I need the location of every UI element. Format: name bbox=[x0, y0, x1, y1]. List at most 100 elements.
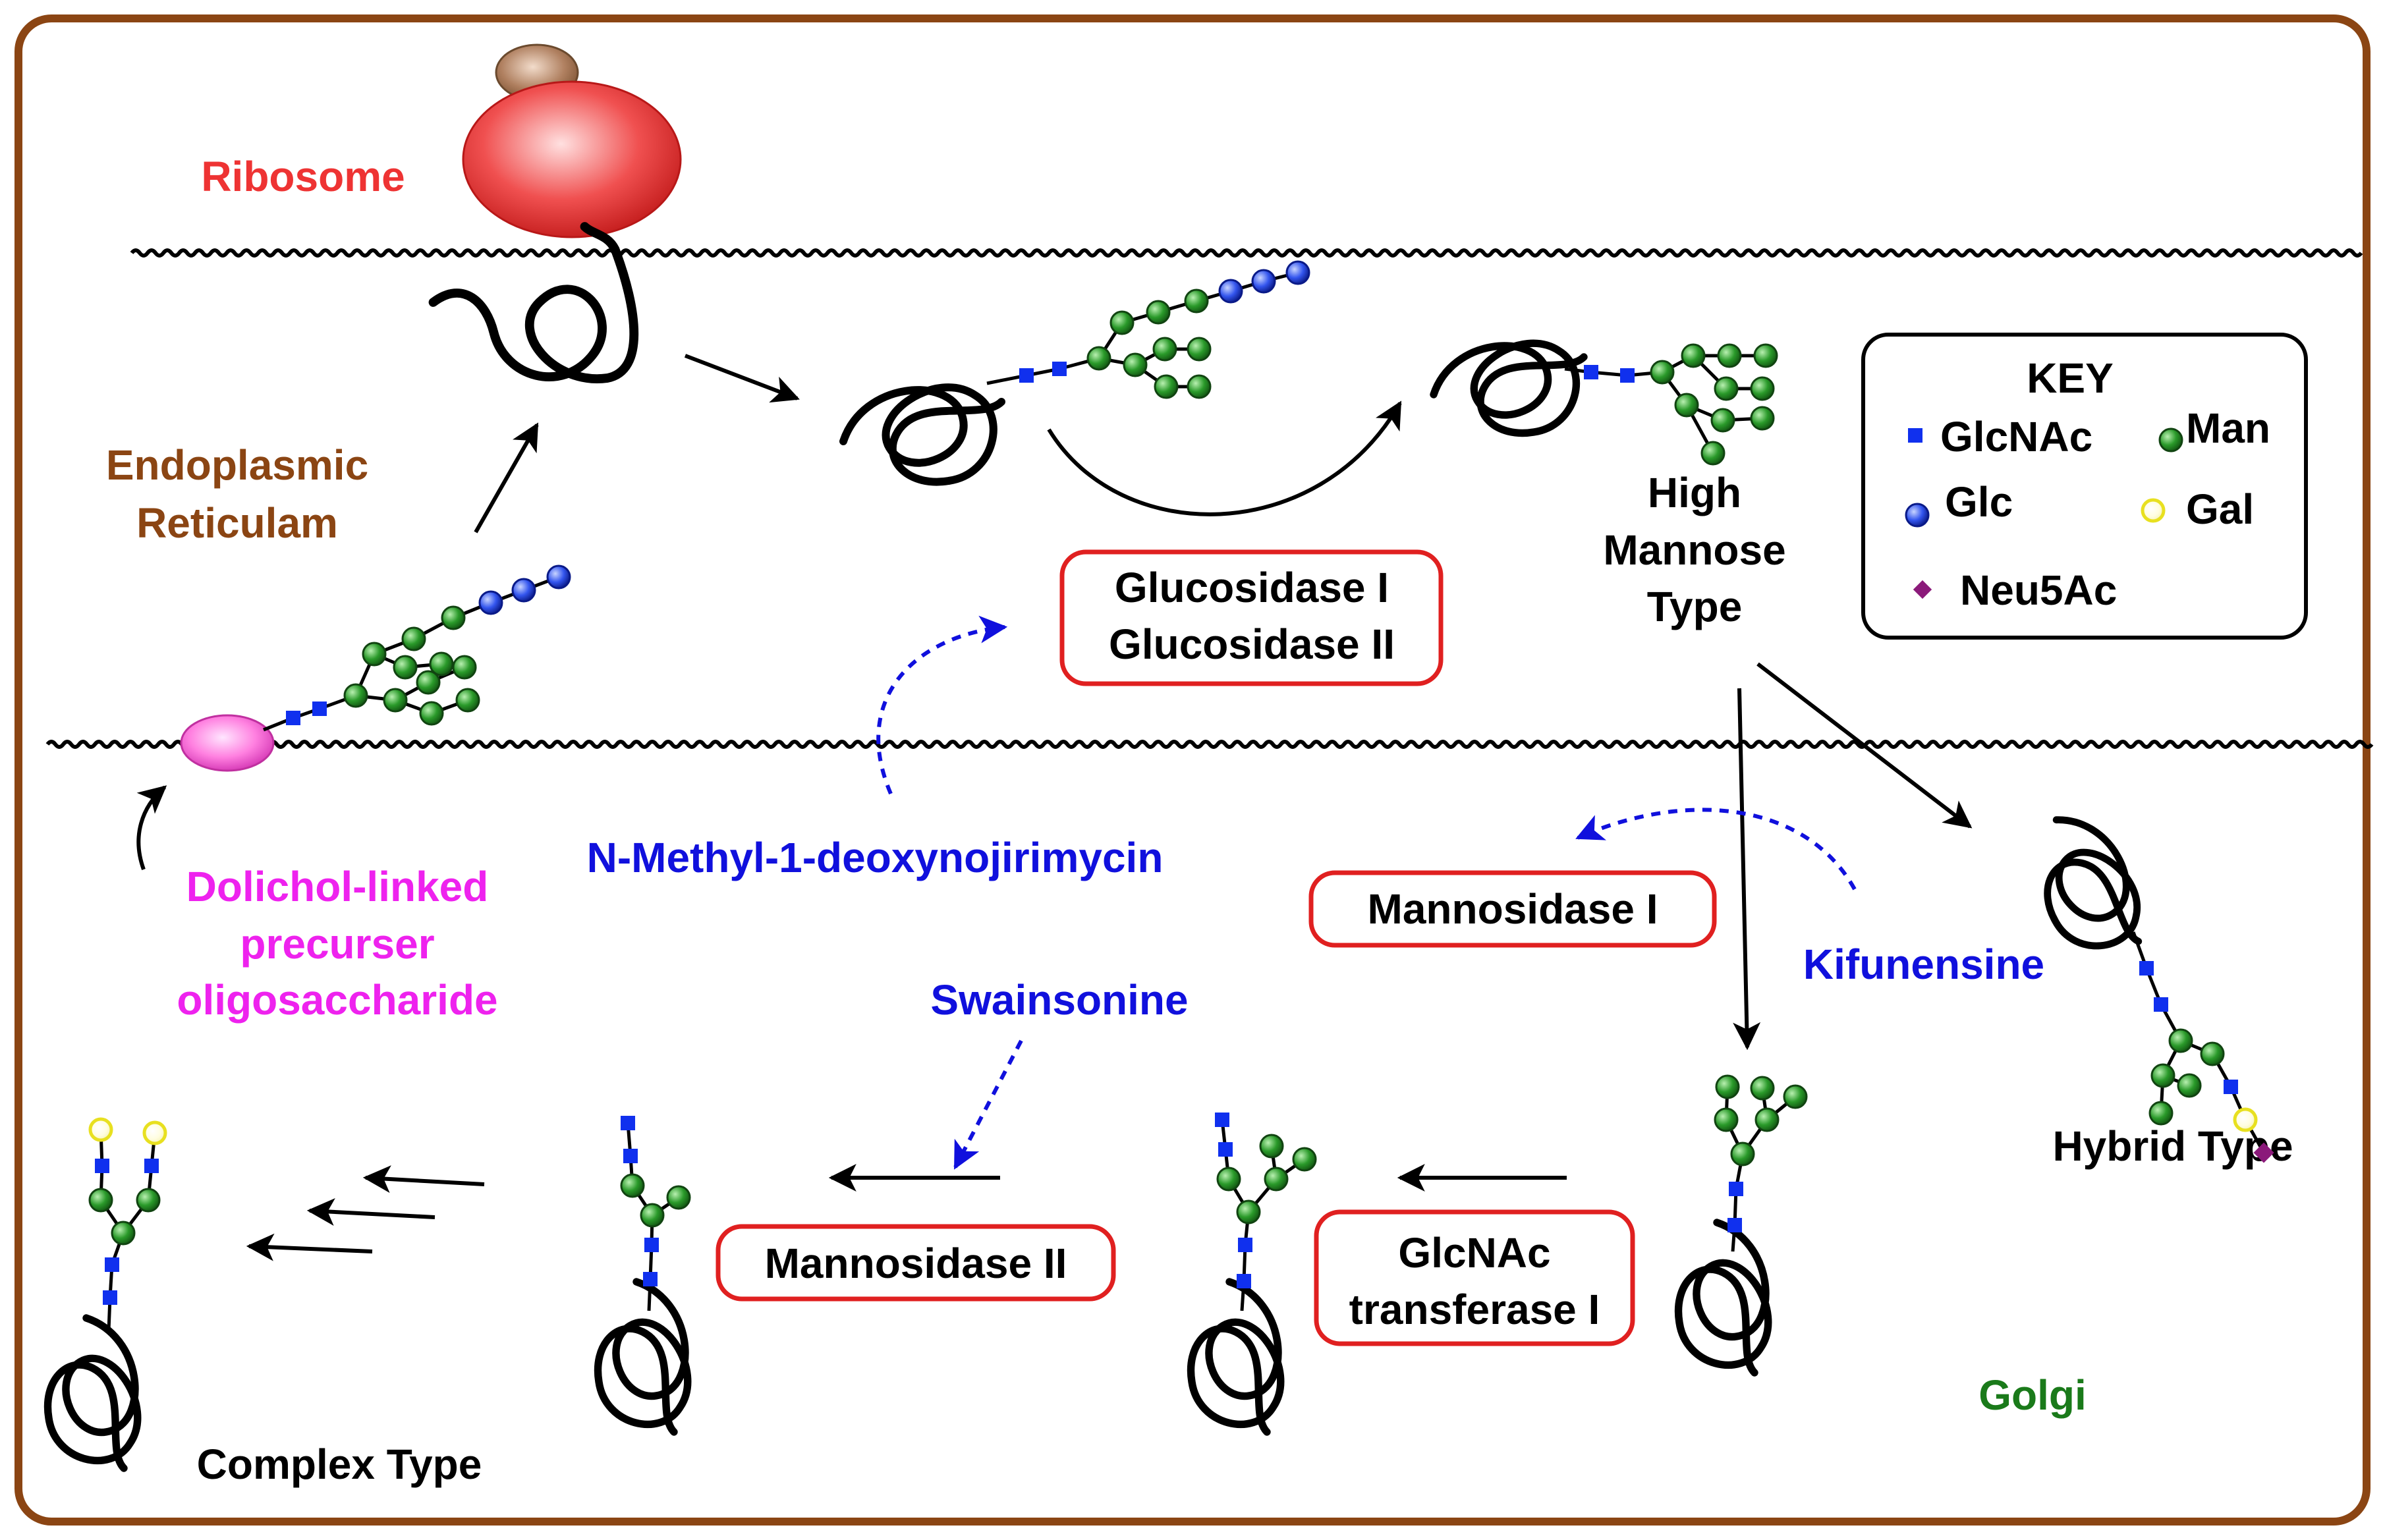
glcnac-symbol bbox=[1052, 362, 1067, 376]
dolichol-label-line2: precurser bbox=[240, 920, 434, 968]
mannose-symbol bbox=[1264, 1167, 1289, 1192]
glucose-symbol bbox=[1251, 269, 1276, 294]
inhibitor-arrows bbox=[876, 615, 1857, 1170]
arrow-complex-1 bbox=[362, 1165, 485, 1194]
mannose-symbol bbox=[1184, 289, 1209, 314]
hybrid-glycan bbox=[2131, 931, 2274, 1163]
nascent-protein-icon bbox=[428, 222, 639, 383]
glcnac-symbol bbox=[312, 701, 327, 716]
mannose-symbol bbox=[1754, 1107, 1780, 1132]
mannosidase-ii-product-glycan bbox=[620, 1116, 691, 1311]
inhibitor-arrow-nmethyl bbox=[876, 615, 1008, 795]
glcnac-symbol bbox=[623, 1149, 638, 1163]
protein-chain bbox=[2044, 816, 2143, 950]
dolichol-label-line3: oligosaccharide bbox=[177, 976, 497, 1024]
mannose-symbol bbox=[1753, 343, 1778, 368]
mannose-symbol bbox=[362, 642, 387, 667]
ribosome-icon bbox=[462, 43, 682, 238]
arrow-to-hybrid bbox=[1756, 662, 1973, 829]
arrow-precursor-to-protein bbox=[474, 422, 539, 534]
glcnac-symbol bbox=[1215, 1113, 1229, 1127]
golgi-label: Golgi bbox=[1978, 1371, 2087, 1419]
mannose-symbol bbox=[1714, 376, 1739, 401]
protein-chain bbox=[594, 1278, 692, 1436]
mannose-symbol bbox=[1109, 310, 1135, 335]
protein-chain bbox=[1430, 339, 1588, 437]
er-label-line1: Endoplasmic bbox=[106, 441, 368, 489]
mannose-symbol bbox=[1674, 393, 1699, 418]
kifunensine-inhibitor-label: Kifunensine bbox=[1803, 941, 2044, 988]
golgi-man9-protein-icon bbox=[1674, 1219, 1772, 1377]
glycan-structures bbox=[43, 222, 2274, 1472]
glcnac-transferred-protein-icon bbox=[1187, 1278, 1285, 1436]
mannose-symbol bbox=[1187, 337, 1212, 362]
mannose-symbol bbox=[1216, 1167, 1241, 1192]
dolichol-anchor-icon bbox=[180, 714, 275, 772]
legend-neu5ac-label: Neu5Ac bbox=[1960, 566, 2117, 614]
mannosidase-1-box bbox=[1308, 870, 1717, 948]
mannose-symbol bbox=[1710, 408, 1735, 433]
glcnac-symbol bbox=[1218, 1142, 1233, 1157]
mannosidase-ii-product-protein-icon bbox=[594, 1278, 692, 1436]
mannose-symbol bbox=[1650, 360, 1675, 385]
legend-gal-symbol bbox=[2141, 498, 2166, 523]
glcnac-symbol bbox=[643, 1272, 658, 1286]
er-label-line2: Reticulam bbox=[136, 499, 338, 547]
arrow-protein-to-glycoprotein bbox=[684, 354, 800, 403]
protein-chain bbox=[1674, 1219, 1772, 1377]
glucosidase-label-line2: Glucosidase II bbox=[1109, 620, 1395, 668]
mannose-symbol bbox=[2168, 1028, 2193, 1053]
glucose-symbol bbox=[1218, 279, 1243, 304]
mannose-symbol bbox=[419, 701, 444, 726]
glcnac-symbol bbox=[1584, 365, 1598, 379]
mannose-symbol bbox=[620, 1173, 645, 1198]
mannosidase-2-label: Mannosidase II bbox=[765, 1240, 1067, 1287]
glcnac-symbol bbox=[621, 1116, 635, 1130]
mannose-symbol bbox=[441, 605, 466, 630]
mannose-symbol bbox=[416, 670, 441, 695]
mannose-symbol bbox=[1086, 346, 1111, 371]
legend-neu5ac-symbol bbox=[1913, 580, 1932, 599]
legend-man-symbol bbox=[2158, 427, 2183, 453]
mannose-symbol bbox=[343, 683, 368, 708]
inhibitor-arrow-swainsonine bbox=[953, 1039, 1023, 1170]
mannose-symbol bbox=[1152, 337, 1177, 362]
complex-type-label: Complex Type bbox=[197, 1441, 482, 1488]
mannose-symbol bbox=[111, 1221, 136, 1246]
arrow-dolichol-to-membrane bbox=[136, 785, 167, 871]
glcnac-transferase-label-line1: GlcNAc bbox=[1398, 1229, 1550, 1277]
high-mannose-label-line3: Type bbox=[1647, 583, 1743, 630]
mannose-symbol bbox=[666, 1185, 691, 1210]
mannose-symbol bbox=[455, 688, 480, 713]
glucosidase-box bbox=[1059, 549, 1444, 686]
mannose-symbol bbox=[88, 1188, 113, 1213]
mannose-symbol bbox=[1236, 1199, 1261, 1224]
mannose-symbol bbox=[1714, 1107, 1739, 1132]
glcnac-symbol bbox=[103, 1290, 117, 1305]
glucose-symbol bbox=[1285, 260, 1310, 285]
dolichol-linked-precursor-glycan bbox=[263, 564, 571, 732]
mannose-symbol bbox=[1750, 376, 1775, 401]
mannose-symbol bbox=[1783, 1084, 1808, 1109]
glcnac-symbol bbox=[95, 1159, 109, 1173]
protein-chain bbox=[1187, 1278, 1285, 1436]
arrow-complex-2 bbox=[306, 1198, 435, 1226]
mannose-symbol bbox=[1292, 1147, 1317, 1172]
mannose-symbol bbox=[1750, 1076, 1775, 1101]
galactose-symbol bbox=[142, 1120, 167, 1145]
glcnac-symbol bbox=[1620, 368, 1635, 383]
legend-glc-label: Glc bbox=[1945, 478, 2013, 526]
glcnac-transferase-label-line2: transferase I bbox=[1349, 1286, 1600, 1333]
legend-glcnac-label: GlcNAc bbox=[1940, 413, 2092, 460]
high-mannose-protein-icon bbox=[1430, 339, 1588, 437]
mannose-symbol bbox=[2177, 1073, 2202, 1098]
complex-glycan bbox=[88, 1117, 167, 1331]
glcnac-symbol bbox=[1019, 368, 1034, 383]
mannose-symbol bbox=[429, 651, 454, 676]
mannose-symbol bbox=[1715, 1074, 1740, 1099]
high-mannose-label-line2: Mannose bbox=[1603, 526, 1785, 574]
mannosidase-1-label: Mannosidase I bbox=[1368, 885, 1658, 933]
glcnac-symbol bbox=[644, 1238, 659, 1252]
galactose-symbol bbox=[2233, 1107, 2258, 1132]
